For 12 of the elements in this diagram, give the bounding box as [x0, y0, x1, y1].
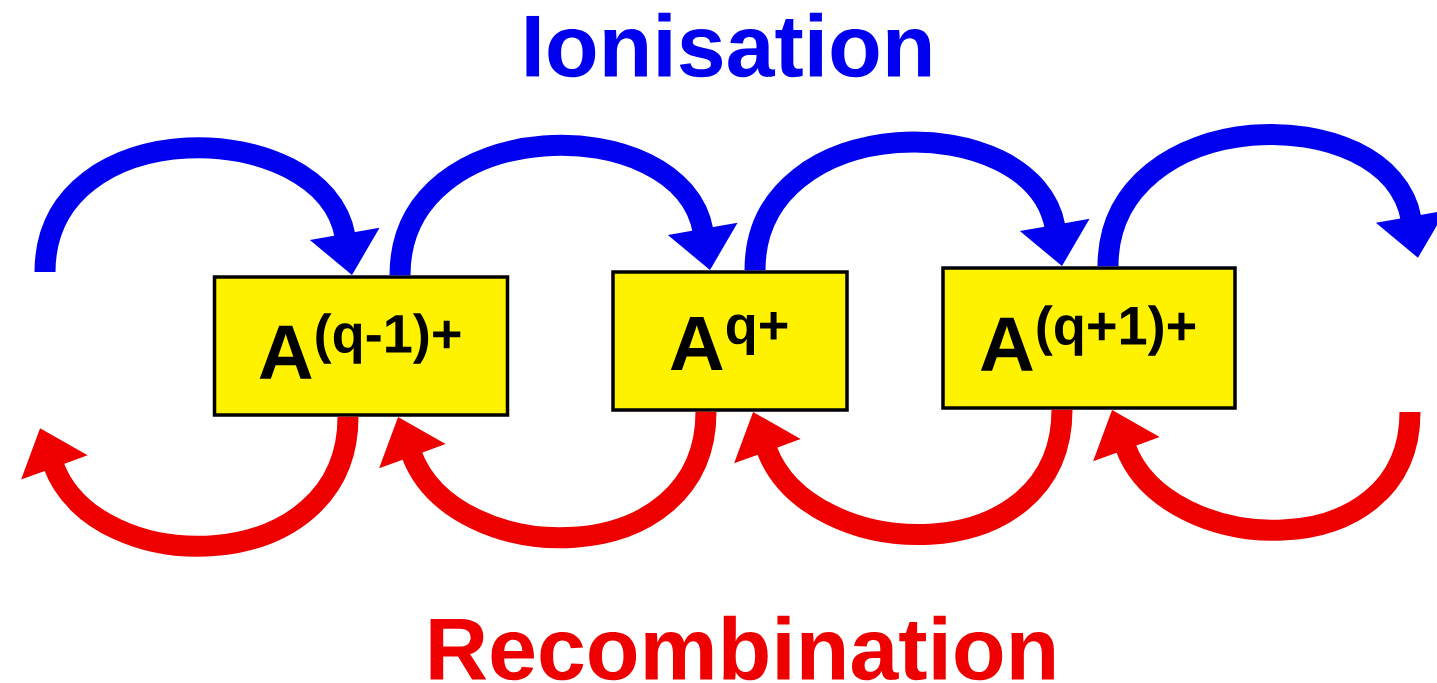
- curved-arrow: [734, 408, 1073, 545]
- curved-arrow: [1097, 124, 1437, 268]
- curved-arrow: [21, 415, 359, 557]
- process-label: Ionisation: [526, 12, 931, 78]
- curved-arrow: [744, 132, 1090, 272]
- ion-box: A$^{q+}$: [611, 270, 849, 412]
- curved-arrow: [1093, 410, 1421, 541]
- curved-arrow: [389, 135, 738, 277]
- process-label: Recombination: [430, 615, 1054, 681]
- ion-box: A$^{(q+1)+}$: [941, 266, 1237, 410]
- ion-box: A$^{(q-1)+}$: [212, 275, 510, 417]
- curved-arrow: [379, 410, 717, 548]
